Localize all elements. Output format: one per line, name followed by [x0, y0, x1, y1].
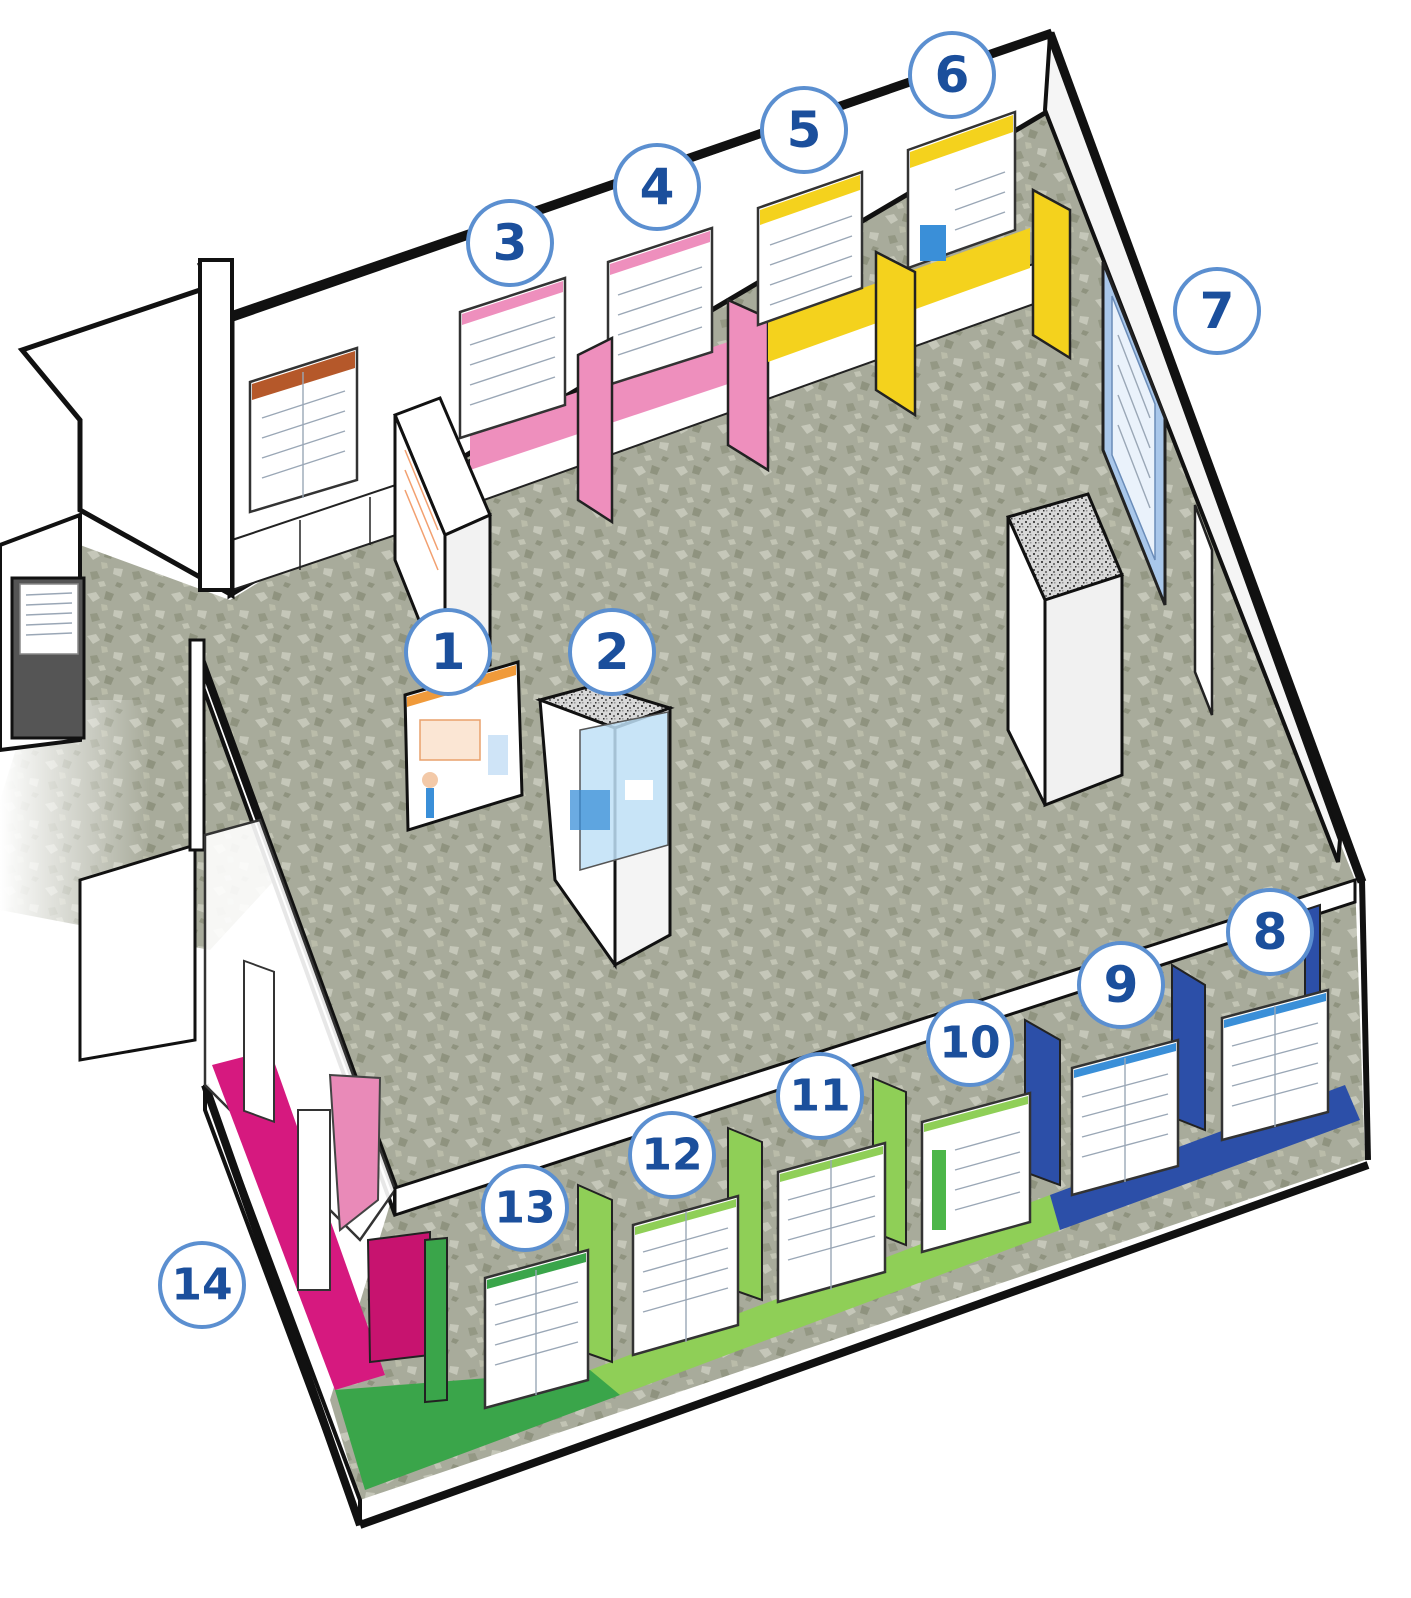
- numbered-marker-icon: [760, 86, 848, 174]
- marker-2: 2: [568, 608, 656, 696]
- corridor-notice-paper: [19, 583, 79, 655]
- numbered-marker-icon: [568, 608, 656, 696]
- numbered-marker-icon: [776, 1052, 864, 1140]
- marker-number: 6: [935, 46, 970, 104]
- poster-12-board: [631, 1194, 740, 1357]
- marker-number: 13: [494, 1183, 555, 1234]
- numbered-marker-icon: [158, 1241, 246, 1329]
- marker-number: 9: [1104, 956, 1139, 1014]
- lower-row-posters: [483, 988, 1330, 1410]
- marker-number: 10: [939, 1018, 1000, 1069]
- poster-4-board: [606, 226, 714, 387]
- marker-9: 9: [1077, 941, 1165, 1029]
- poster-3-board: [458, 276, 567, 440]
- poster-6-board: [906, 110, 1017, 270]
- marker-12: 12: [628, 1111, 716, 1199]
- marker-number: 12: [641, 1130, 702, 1181]
- right-wall-door: [1193, 504, 1214, 716]
- numbered-marker-icon: [1173, 267, 1261, 355]
- zone-green-floor: [335, 1370, 620, 1490]
- exhibit-2-showcase: [535, 683, 675, 970]
- marker-number: 3: [493, 214, 528, 272]
- zone-magenta-poster-1: [243, 959, 275, 1124]
- marker-13: 13: [481, 1164, 569, 1252]
- main-floor: [200, 102, 1355, 1188]
- marker-3: 3: [466, 199, 554, 287]
- poster-10-board: [920, 1091, 1032, 1254]
- poster-8-board: [1220, 988, 1330, 1142]
- marker-14: 14: [158, 1241, 246, 1329]
- yellow-partition-b: [1031, 187, 1072, 361]
- marker-number: 7: [1200, 282, 1235, 340]
- front-left-partition: [78, 842, 197, 1062]
- marker-number: 8: [1253, 903, 1288, 961]
- marker-8: 8: [1226, 888, 1314, 976]
- marker-7: 7: [1173, 267, 1261, 355]
- poster-13-board: [483, 1248, 590, 1410]
- front-left-post: [188, 638, 206, 852]
- marker-number: 14: [171, 1260, 232, 1311]
- numbered-marker-icon: [926, 999, 1014, 1087]
- marker-number: 4: [640, 158, 675, 216]
- numbered-marker-icon: [404, 608, 492, 696]
- white-pillar-right: [1005, 492, 1125, 808]
- zone-magenta-poster-2: [297, 1109, 331, 1291]
- marker-1: 1: [404, 608, 492, 696]
- numbered-marker-icon: [628, 1111, 716, 1199]
- zone-magenta-panel-2: [366, 1230, 431, 1364]
- numbered-marker-icon: [1226, 888, 1314, 976]
- green-panel-a: [424, 1236, 448, 1404]
- marker-number: 11: [789, 1071, 850, 1122]
- poster-9-board: [1070, 1038, 1180, 1197]
- right-wall-top-edge: [1045, 31, 1367, 884]
- numbered-marker-icon: [908, 31, 996, 119]
- bottom-front-edge: [358, 1161, 1370, 1529]
- pink-partition-b: [726, 298, 770, 473]
- marker-5: 5: [760, 86, 848, 174]
- marker-number: 1: [431, 623, 466, 681]
- corridor-pillar: [198, 258, 234, 592]
- poster-11-board: [776, 1141, 887, 1304]
- marker-4: 4: [613, 143, 701, 231]
- numbered-marker-icon: [466, 199, 554, 287]
- yellow-partition-a: [874, 249, 917, 418]
- zone-magenta-panel-1: [328, 1073, 382, 1232]
- numbered-marker-icon: [1077, 941, 1165, 1029]
- marker-number: 5: [787, 101, 822, 159]
- marker-11: 11: [776, 1052, 864, 1140]
- intro-poster: [248, 346, 359, 514]
- numbered-marker-icon: [481, 1164, 569, 1252]
- pink-partition-a: [576, 335, 614, 525]
- numbered-marker-icon: [613, 143, 701, 231]
- marker-number: 2: [595, 623, 630, 681]
- poster-5-board: [756, 170, 864, 327]
- marker-10: 10: [926, 999, 1014, 1087]
- marker-6: 6: [908, 31, 996, 119]
- right-corner-edge: [1359, 879, 1371, 1161]
